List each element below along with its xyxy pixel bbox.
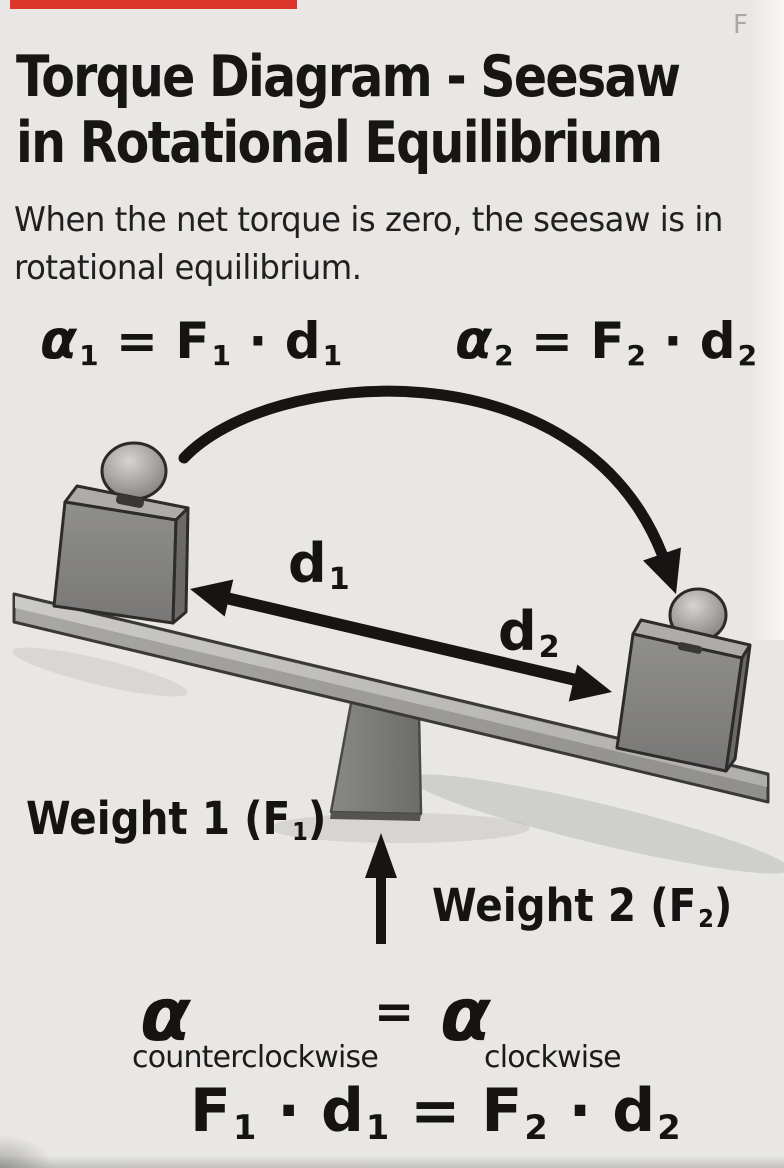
formula-segment: = xyxy=(513,312,591,370)
page-title-line1: Torque Diagram - Seesaw xyxy=(16,44,681,110)
d2-label: d2 xyxy=(498,600,560,665)
paper-edge-highlight xyxy=(748,0,784,640)
formula-segment: F xyxy=(190,1076,231,1146)
d1-label: d1 xyxy=(288,532,350,597)
alpha-cw-caption: clockwise xyxy=(484,1040,622,1075)
formula-segment: d xyxy=(284,312,321,370)
torque-formula-right: α2 = F2 · d2 xyxy=(455,308,757,372)
weight1-label: Weight 1 (F1) xyxy=(26,792,326,846)
formula-subscript: 1 xyxy=(233,1108,257,1148)
formula-subscript: 2 xyxy=(657,1108,681,1148)
bottom-edge-shadow xyxy=(0,1156,784,1168)
formula-segment: F xyxy=(481,1076,523,1146)
formula-segment: · xyxy=(230,312,285,370)
formula-segment: d xyxy=(320,1076,364,1146)
formula-subscript: 2 xyxy=(524,1108,548,1148)
balance-equation: F1 · d1 = F2 · d2 xyxy=(190,1076,681,1147)
formula-segment: α xyxy=(455,308,493,371)
formula-segment: · xyxy=(547,1076,613,1146)
formula-segment: ) xyxy=(713,879,733,932)
formula-subscript: 2 xyxy=(626,338,646,372)
formula-segment: Weight 1 (F xyxy=(26,792,291,845)
formula-segment: α xyxy=(40,308,78,371)
formula-segment: d xyxy=(498,600,537,663)
page-title: Torque Diagram - Seesaw in Rotational Eq… xyxy=(16,44,681,176)
ball-left xyxy=(100,441,168,501)
equals-sign: = xyxy=(374,984,415,1040)
weight2-label: Weight 2 (F2) xyxy=(432,879,732,933)
formula-subscript: 2 xyxy=(698,904,714,934)
rotation-arc-arrow xyxy=(178,385,681,594)
formula-subscript: 2 xyxy=(538,630,560,666)
formula-subscript: 1 xyxy=(292,817,308,847)
formula-segment: · xyxy=(645,312,700,370)
alpha-ccw-symbol: α xyxy=(140,972,191,1058)
corner-smudge xyxy=(0,1134,54,1168)
formula-subscript: 2 xyxy=(737,338,758,372)
up-arrow xyxy=(365,833,397,944)
intro-line1: When the net torque is zero, the seesaw … xyxy=(14,200,723,240)
page-title-line2: in Rotational Equilibrium xyxy=(16,110,663,176)
formula-segment: d xyxy=(612,1076,656,1146)
formula-segment: d xyxy=(288,532,327,595)
torque-formula-left: α1 = F1 · d1 xyxy=(40,308,342,372)
formula-segment: = xyxy=(389,1076,482,1146)
top-red-bar xyxy=(10,0,297,9)
formula-segment: Weight 2 (F xyxy=(432,879,697,932)
formula-segment: ) xyxy=(307,792,327,845)
watermark-letter: F xyxy=(733,10,748,40)
formula-segment: d xyxy=(699,312,736,370)
formula-subscript: 1 xyxy=(322,338,343,372)
alpha-cw-symbol: α xyxy=(440,972,491,1058)
intro-line2: rotational equilibrium. xyxy=(14,248,362,288)
formula-segment: F xyxy=(175,312,210,370)
ground-shadow xyxy=(12,647,784,874)
formula-segment: · xyxy=(256,1076,321,1146)
fulcrum xyxy=(329,696,423,821)
distance-arrow xyxy=(190,579,612,702)
formula-subscript: 1 xyxy=(211,338,231,372)
alpha-ccw-caption: counterclockwise xyxy=(132,1040,379,1075)
weight-block-right xyxy=(615,618,752,773)
seesaw-plank xyxy=(12,592,770,804)
formula-subscript: 1 xyxy=(79,338,99,372)
formula-segment: F xyxy=(590,312,625,370)
weight-block-left xyxy=(52,484,190,625)
formula-subscript: 2 xyxy=(494,338,514,372)
formula-subscript: 1 xyxy=(328,562,350,598)
intro-text: When the net torque is zero, the seesaw … xyxy=(14,196,723,292)
formula-subscript: 1 xyxy=(365,1108,390,1148)
formula-segment: = xyxy=(98,312,176,370)
